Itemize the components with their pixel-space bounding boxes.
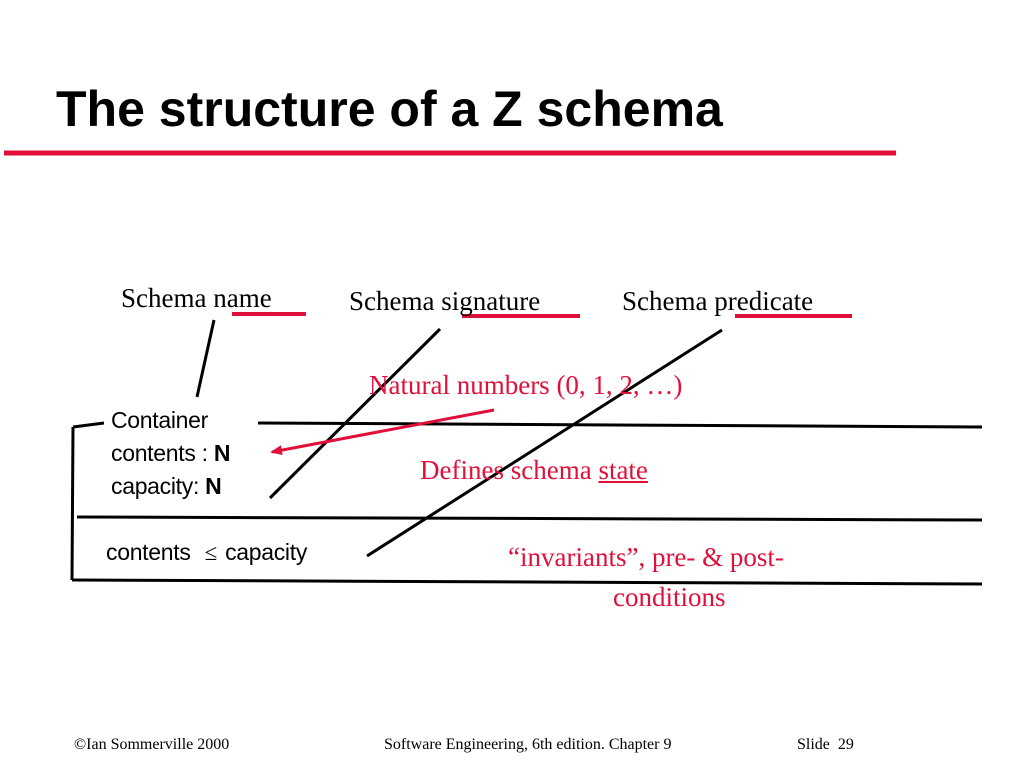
schema-name-prefix: Schema [121, 283, 207, 313]
defines-key: state [598, 455, 648, 485]
box-top-right [257, 421, 983, 429]
invariants-line-2: conditions [613, 582, 726, 612]
defines-prefix: Defines schema [420, 455, 592, 485]
natural-numbers-arrow [270, 408, 495, 456]
decl-capacity-type: N [205, 473, 222, 499]
footer-slide: Slide 29 [797, 737, 854, 753]
invariants-line-1: “invariants”, pre- & post- [508, 542, 784, 572]
defines-state-note: Defines schema state [420, 457, 648, 484]
footer-book: Software Engineering, 6th edition. Chapt… [384, 736, 672, 753]
schema-predicate-text: contents ≤ capacity [106, 539, 308, 565]
natural-numbers-note: Natural numbers (0, 1, 2, …) [369, 370, 683, 400]
predicate-pointer [366, 328, 723, 558]
schema-predicate-label: Schema predicate [622, 288, 813, 315]
box-bottom [71, 578, 983, 586]
footer-slide-label: Slide [797, 736, 830, 753]
decl-contents-type: N [213, 440, 231, 466]
schema-name-label: Schema name [121, 285, 272, 312]
schema-signature-label: Schema signature [349, 288, 540, 315]
decl-contents-var: contents : [111, 440, 208, 466]
signature-pointer [268, 327, 442, 500]
box-middle [76, 515, 983, 522]
predicate-op: ≤ [204, 540, 218, 565]
schema-signature-prefix: Schema [349, 286, 435, 316]
decl-capacity-var: capacity: [111, 473, 200, 499]
predicate-right: capacity [225, 539, 308, 565]
schema-name-key: name [213, 283, 272, 313]
schema-decl-capacity: capacity: N [111, 473, 222, 499]
predicate-left: contents [106, 539, 191, 565]
footer-slide-number: 29 [837, 736, 854, 753]
name-pointer [195, 319, 216, 398]
slide-title: The structure of a Z schema [56, 81, 723, 137]
schema-predicate-prefix: Schema [622, 286, 708, 316]
schema-decl-contents: contents : N [111, 442, 230, 465]
footer-copyright: ©Ian Sommerville 2000 [74, 736, 230, 753]
schema-name-text: Container [111, 407, 209, 433]
box-left [70, 426, 75, 581]
box-top-left [72, 421, 105, 429]
schema-signature-key: signature [441, 286, 541, 316]
schema-predicate-key: predicate [714, 286, 814, 316]
